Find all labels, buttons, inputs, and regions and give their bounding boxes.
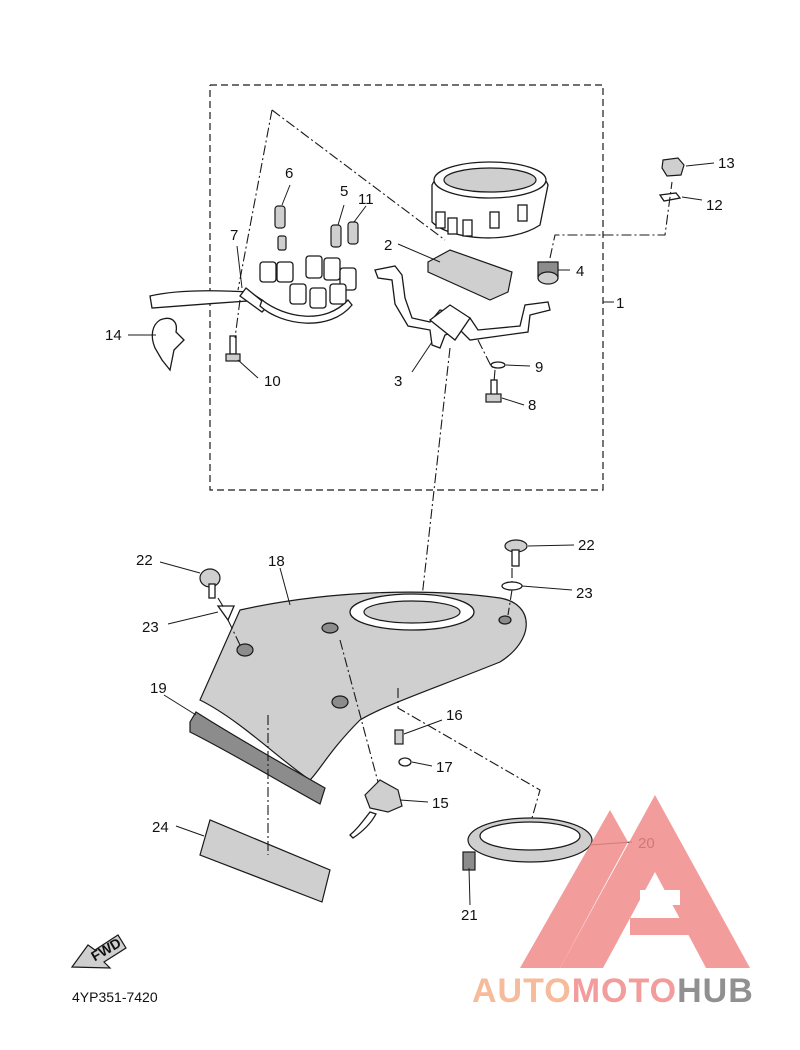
callout-24: 24 [152, 819, 169, 836]
clip-21 [462, 851, 476, 871]
fwd-arrow-icon: FWD [70, 934, 127, 969]
callout-18: 18 [268, 553, 285, 570]
callout-11: 11 [358, 191, 374, 208]
screw-8 [485, 379, 502, 403]
rim-20 [467, 817, 593, 863]
leaders [128, 162, 715, 906]
callout-22-right: 22 [578, 537, 595, 554]
callout-23-right: 23 [576, 585, 593, 602]
callout-21: 21 [461, 907, 478, 924]
callout-10: 10 [264, 373, 281, 390]
watermark-triangle-icon [560, 795, 750, 968]
meter-panel-18 [199, 591, 527, 781]
callout-17: 17 [436, 759, 453, 776]
washer-9 [490, 361, 506, 369]
screw-10 [225, 335, 241, 362]
screw-22-left [199, 568, 221, 599]
meter-bracket [374, 265, 551, 349]
callouts: 1 2 3 4 5 6 7 8 9 10 11 12 13 14 15 16 1… [105, 155, 735, 924]
callout-3: 3 [394, 373, 402, 390]
callout-19: 19 [150, 680, 167, 697]
callout-9: 9 [535, 359, 543, 376]
meter-cover [427, 249, 513, 301]
callout-12: 12 [706, 197, 723, 214]
assembly-box [209, 84, 604, 491]
callout-7: 7 [230, 227, 238, 244]
washer-23-right [501, 581, 523, 591]
washer-17 [398, 757, 412, 767]
clamp-14 [151, 317, 185, 372]
label-24 [199, 819, 331, 903]
damper [537, 261, 559, 285]
callout-4: 4 [576, 263, 584, 280]
callout-16: 16 [446, 707, 463, 724]
callout-8: 8 [528, 397, 536, 414]
trim-19 [189, 711, 326, 805]
callout-22-left: 22 [136, 552, 153, 569]
wire-harness [149, 205, 359, 324]
callout-5: 5 [340, 183, 348, 200]
screw-16 [394, 729, 404, 745]
screw-22-right [504, 539, 528, 567]
callout-1: 1 [616, 295, 624, 312]
callout-13: 13 [718, 155, 735, 172]
watermark-text-auto: AUTO [472, 972, 572, 1010]
diagram-code: 4YP351-7420 [72, 989, 158, 1005]
watermark-logo: AUTOMOTOHUB [472, 795, 754, 1010]
svg-text:AUTOMOTOHUB: AUTOMOTOHUB [472, 972, 754, 1010]
washer-23-left [216, 605, 235, 622]
callout-6: 6 [285, 165, 293, 182]
callout-14: 14 [105, 327, 122, 344]
meter-assembly [431, 161, 549, 239]
switch-15 [349, 779, 403, 839]
watermark-text-hub: HUB [677, 972, 754, 1010]
callout-15: 15 [432, 795, 449, 812]
nut-13 [661, 157, 685, 177]
callout-23-left: 23 [142, 619, 159, 636]
callout-2: 2 [384, 237, 392, 254]
watermark-text-moto: MOTO [572, 972, 677, 1010]
